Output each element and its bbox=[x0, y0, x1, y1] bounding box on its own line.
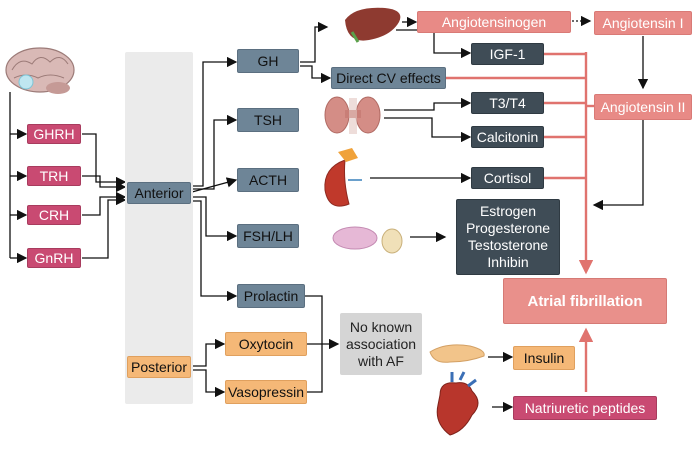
cortisol-box: Cortisol bbox=[471, 167, 544, 189]
no-association-box: No known association with AF bbox=[340, 313, 422, 375]
no-association-line2: association bbox=[345, 335, 417, 352]
testosterone-label: Testosterone bbox=[467, 237, 549, 253]
thyroid-icon bbox=[324, 96, 381, 134]
trh-box: TRH bbox=[27, 166, 81, 186]
t3t4-box: T3/T4 bbox=[471, 92, 544, 114]
angiotensin-2-box: Angiotensin II bbox=[594, 94, 692, 120]
direct-cv-effects-box: Direct CV effects bbox=[331, 67, 446, 89]
progesterone-label: Progesterone bbox=[465, 220, 551, 236]
ghrh-box: GHRH bbox=[27, 124, 81, 144]
atrial-fibrillation-box: Atrial fibrillation bbox=[503, 278, 667, 324]
no-association-line1: No known bbox=[349, 318, 413, 335]
angiotensin-1-box: Angiotensin I bbox=[594, 11, 692, 35]
liver-icon bbox=[345, 7, 401, 43]
anterior-pituitary-label: Anterior bbox=[127, 182, 191, 204]
sex-hormones-box: Estrogen Progesterone Testosterone Inhib… bbox=[456, 199, 560, 275]
gnrh-box: GnRH bbox=[27, 248, 81, 268]
posterior-pituitary-label: Posterior bbox=[127, 356, 191, 378]
igf1-box: IGF-1 bbox=[471, 43, 544, 65]
insulin-box: Insulin bbox=[513, 346, 575, 370]
angiotensinogen-box: Angiotensinogen bbox=[417, 11, 571, 33]
crh-box: CRH bbox=[27, 205, 81, 225]
estrogen-label: Estrogen bbox=[479, 203, 537, 219]
adrenal-kidney-icon bbox=[324, 148, 362, 207]
calcitonin-box: Calcitonin bbox=[471, 126, 544, 148]
brain-icon bbox=[5, 47, 75, 94]
ovary-icon bbox=[332, 226, 403, 254]
vasopressin-box: Vasopressin bbox=[225, 380, 307, 404]
fsh-lh-box: FSH/LH bbox=[237, 224, 299, 248]
acth-box: ACTH bbox=[237, 168, 299, 192]
oxytocin-box: Oxytocin bbox=[225, 332, 307, 356]
heart-icon bbox=[436, 371, 479, 436]
pituitary-panel bbox=[125, 52, 193, 404]
pancreas-icon bbox=[429, 344, 485, 363]
no-association-line3: with AF bbox=[358, 352, 404, 369]
natriuretic-peptides-box: Natriuretic peptides bbox=[513, 396, 657, 420]
prolactin-box: Prolactin bbox=[237, 284, 305, 308]
gh-box: GH bbox=[237, 49, 299, 73]
tsh-box: TSH bbox=[237, 108, 299, 132]
inhibin-label: Inhibin bbox=[487, 254, 529, 270]
